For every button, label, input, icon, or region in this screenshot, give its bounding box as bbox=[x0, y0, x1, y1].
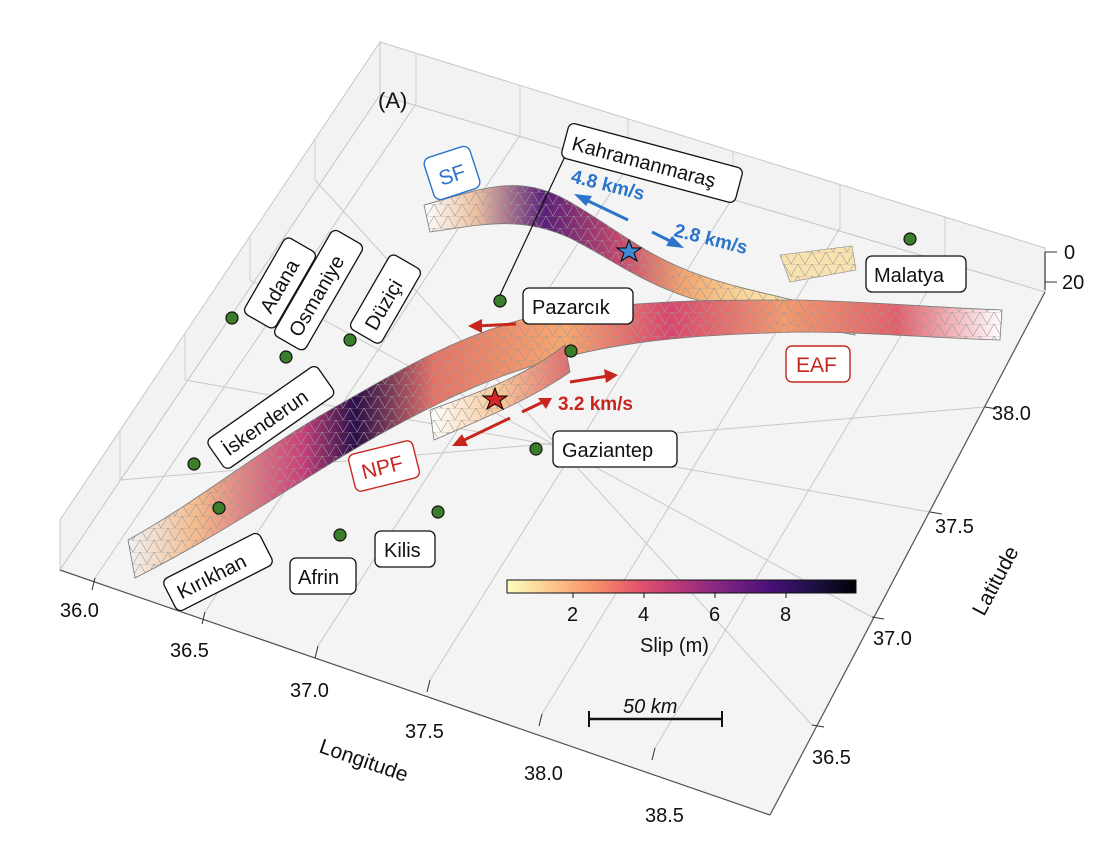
lat-tick-label: 37.0 bbox=[873, 628, 912, 650]
panel-label: (A) bbox=[378, 88, 407, 113]
city-markers bbox=[187, 232, 917, 542]
velocity-label: 3.2 km/s bbox=[558, 394, 633, 415]
lat-axis-line bbox=[769, 291, 1046, 816]
city-marker bbox=[187, 457, 201, 471]
lat-ticks: 36.5 37.0 37.5 38.0 bbox=[811, 403, 1031, 769]
axes-box bbox=[59, 40, 1046, 816]
colorbar-gradient bbox=[506, 579, 857, 594]
lon-tick-label: 38.5 bbox=[645, 805, 684, 827]
scale-bar: 50 km bbox=[588, 696, 723, 727]
city-name: Kilis bbox=[384, 540, 421, 562]
epicenter-star-npf bbox=[481, 386, 509, 411]
lon-tick-label: 36.5 bbox=[170, 640, 209, 662]
epicenter-star-sf bbox=[615, 238, 643, 263]
city-marker bbox=[279, 350, 293, 364]
lat-tick-label: 37.5 bbox=[935, 516, 974, 538]
depth-tick-label: 20 bbox=[1062, 272, 1084, 294]
city-label-kilis: Kilis bbox=[374, 530, 436, 568]
colorbar-tick: 6 bbox=[709, 604, 720, 626]
lon-tick-label: 38.0 bbox=[524, 763, 563, 785]
lon-tick-label: 37.5 bbox=[405, 721, 444, 743]
kahramanmaras-leader bbox=[499, 149, 569, 296]
depth-tick-label: 0 bbox=[1064, 242, 1075, 264]
city-label-pazarcik: Pazarcık bbox=[522, 287, 634, 325]
lat-axis-label: Latitude bbox=[968, 543, 1023, 620]
city-name: Malatya bbox=[874, 265, 945, 287]
lon-axis-label: Longitude bbox=[316, 735, 411, 787]
fault-label-eaf: EAF bbox=[785, 345, 851, 383]
city-marker bbox=[529, 442, 543, 456]
city-marker bbox=[225, 311, 239, 325]
city-marker bbox=[343, 333, 357, 347]
city-name: Afrin bbox=[298, 567, 339, 589]
fault-sf-surface bbox=[423, 185, 856, 336]
city-marker bbox=[431, 505, 445, 519]
rupture-arrows bbox=[452, 194, 684, 446]
city-marker bbox=[493, 294, 507, 308]
lat-tick-label: 36.5 bbox=[812, 747, 851, 769]
colorbar-tick: 4 bbox=[638, 604, 649, 626]
lon-axis-line bbox=[59, 569, 771, 816]
colorbar-tick: 2 bbox=[567, 604, 578, 626]
colorbar: 2 4 6 8 Slip (m) bbox=[506, 579, 857, 657]
lon-tick-label: 36.0 bbox=[60, 600, 99, 622]
city-label-gaziantep: Gaziantep bbox=[552, 430, 678, 468]
lon-ticks: 36.0 36.5 37.0 37.5 38.0 38.5 bbox=[60, 577, 684, 827]
colorbar-tick: 8 bbox=[780, 604, 791, 626]
fault-npf-surface bbox=[429, 344, 571, 441]
city-label-afrin: Afrin bbox=[289, 557, 357, 595]
city-marker bbox=[212, 501, 226, 515]
city-label-malatya: Malatya bbox=[865, 255, 967, 293]
fault-label-sf: SF bbox=[423, 145, 481, 201]
city-marker bbox=[903, 232, 917, 246]
colorbar-label: Slip (m) bbox=[640, 635, 709, 657]
fault-name: EAF bbox=[796, 354, 837, 377]
depth-ticks: 0 20 bbox=[1045, 242, 1084, 294]
city-name: Gaziantep bbox=[562, 440, 653, 462]
city-marker bbox=[333, 528, 347, 542]
city-name: Pazarcık bbox=[532, 297, 611, 319]
fault-label-npf: NPF bbox=[347, 440, 421, 492]
lat-tick-label: 38.0 bbox=[992, 403, 1031, 425]
lon-tick-label: 37.0 bbox=[290, 680, 329, 702]
city-marker bbox=[564, 344, 578, 358]
scale-bar-label: 50 km bbox=[623, 696, 677, 718]
